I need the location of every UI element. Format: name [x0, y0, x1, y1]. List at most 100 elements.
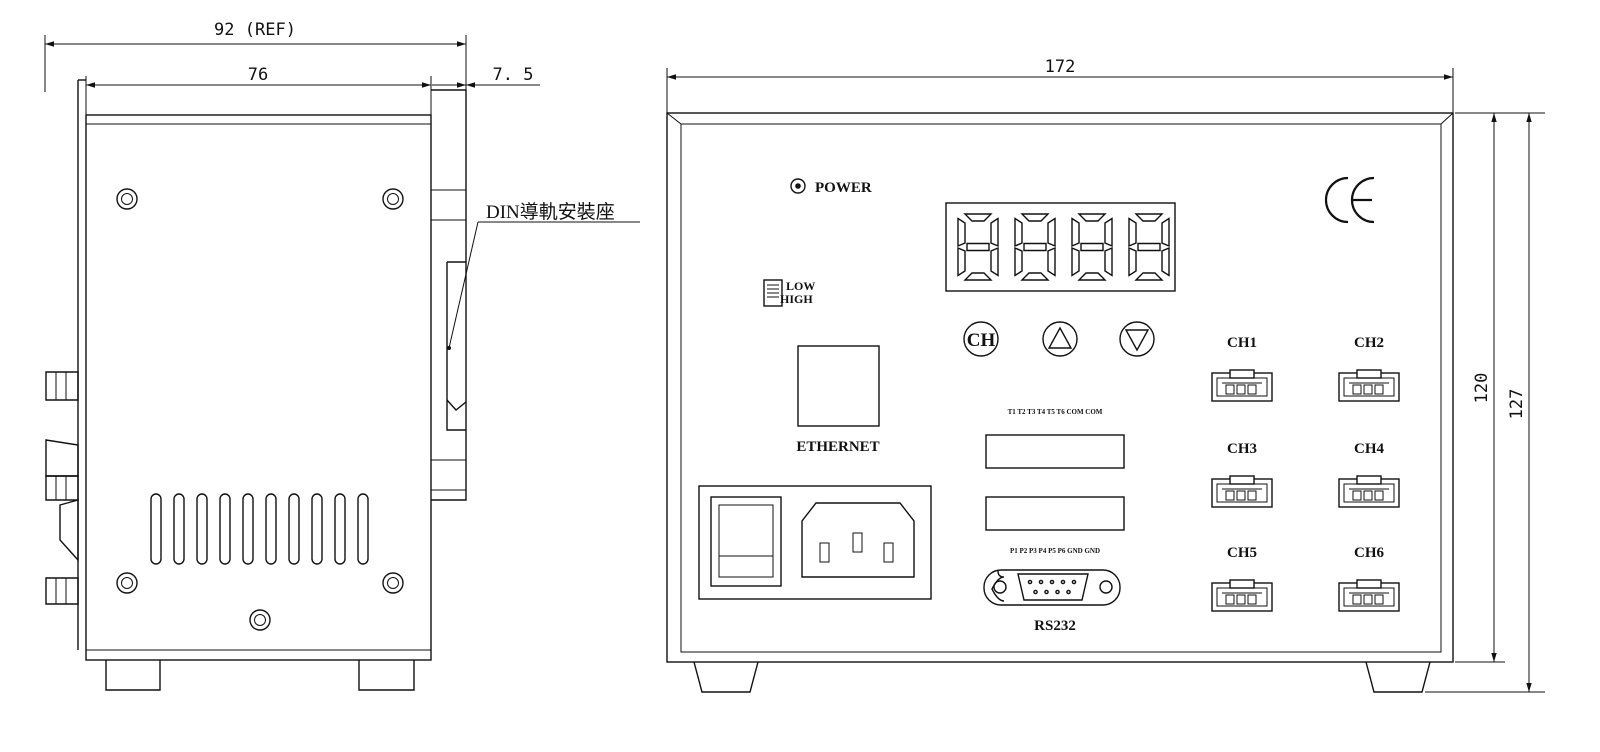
- channel-1: CH1: [1211, 335, 1273, 402]
- channel-4: CH4: [1338, 441, 1400, 508]
- pin: [1071, 579, 1077, 585]
- ethernet-label: ETHERNET: [796, 439, 879, 455]
- pin: [1044, 589, 1049, 595]
- segment: [1104, 217, 1113, 248]
- ethernet-port[interactable]: [797, 345, 880, 427]
- segment: [1077, 272, 1107, 281]
- channel-connector[interactable]: [1338, 579, 1400, 612]
- display-digits: 8888: [0, 0, 3, 1]
- segment: [1104, 246, 1113, 277]
- segment: [990, 217, 999, 248]
- seven-segment-digit: [1128, 213, 1170, 281]
- channel-connector[interactable]: [1338, 369, 1400, 402]
- pin: [1055, 589, 1060, 595]
- channel-label: CH4: [1354, 441, 1385, 457]
- channel-3: CH3: [1211, 441, 1273, 508]
- segment: [963, 213, 993, 222]
- terminal-block-top[interactable]: [985, 434, 1125, 469]
- rail-callout-text: DIN導軌安裝座: [486, 201, 615, 223]
- ce-mark-text: CE: [0, 0, 2, 1]
- up-button[interactable]: [1042, 321, 1078, 357]
- segment: [1023, 242, 1047, 252]
- seven-segment-digit: [1071, 213, 1113, 281]
- terminal-top-labels: T1 T2 T3 T4 T5 T6 COM COM: [1008, 408, 1103, 416]
- side-housing: [85, 114, 432, 661]
- segment: [1128, 246, 1137, 277]
- segment: [966, 242, 990, 252]
- dim-body-text: 76: [248, 65, 268, 85]
- channel-2: CH2: [1338, 335, 1400, 402]
- segment: [1020, 213, 1050, 222]
- segment: [1161, 246, 1170, 277]
- segment: [1134, 272, 1164, 281]
- channel-label: CH2: [1354, 335, 1384, 351]
- segment: [1137, 242, 1161, 252]
- rs232-label: RS232: [1034, 618, 1076, 634]
- dim-height-body-text: 120: [1472, 373, 1492, 404]
- dim-width-text: 172: [1045, 57, 1076, 77]
- power-inlet-module: [698, 485, 932, 600]
- segment: [957, 246, 966, 277]
- segment: [1077, 213, 1107, 222]
- channel-connector[interactable]: [1211, 579, 1273, 612]
- channel-connector[interactable]: [1211, 369, 1273, 402]
- power-label: POWER: [815, 180, 872, 196]
- segment: [1161, 217, 1170, 248]
- foot: [1365, 661, 1431, 693]
- pin: [1038, 579, 1044, 585]
- channel-label: CH3: [1227, 441, 1257, 457]
- power-led-icon: [790, 178, 806, 194]
- segment: [1047, 217, 1056, 248]
- terminal-bottom-labels: P1 P2 P3 P4 P5 P6 GND GND: [1010, 547, 1100, 555]
- segment: [963, 272, 993, 281]
- switch-high-label: HIGH: [780, 292, 813, 306]
- rs232-port[interactable]: [983, 569, 1121, 606]
- segment: [1080, 242, 1104, 252]
- screw-icon: [116, 188, 138, 210]
- channel-5: CH5: [1211, 545, 1273, 612]
- ch-button-label: CH: [967, 330, 996, 351]
- screw-icon: [382, 572, 404, 594]
- dim-height-total-text: 127: [1507, 389, 1527, 420]
- triangle-up-icon: [1047, 326, 1073, 349]
- pin: [1033, 589, 1038, 595]
- foot: [105, 660, 161, 691]
- segment: [1071, 246, 1080, 277]
- segment: [1071, 217, 1080, 248]
- display-digit-group: [957, 213, 1170, 281]
- segment: [990, 246, 999, 277]
- seven-segment-display: [945, 202, 1176, 292]
- ch-button[interactable]: CH: [963, 321, 999, 357]
- down-button[interactable]: [1119, 321, 1155, 357]
- pin: [1049, 579, 1055, 585]
- iec-inlet[interactable]: [801, 502, 915, 578]
- vent-slots: [150, 493, 369, 565]
- ce-mark-icon: CE: [0, 0, 1375, 224]
- segment: [1020, 272, 1050, 281]
- dim-rail-text: 7. 5: [493, 65, 534, 85]
- channel-label: CH6: [1354, 545, 1385, 561]
- front-view: 172 120 127 POWER CE 8888: [0, 0, 1545, 693]
- channel-label: CH5: [1227, 545, 1257, 561]
- channel-connector[interactable]: [1338, 475, 1400, 508]
- range-switch[interactable]: [763, 279, 783, 307]
- seven-segment-digit: [957, 213, 999, 281]
- channel-connector[interactable]: [1211, 475, 1273, 508]
- segment: [1014, 246, 1023, 277]
- channel-6: CH6: [1338, 545, 1400, 612]
- power-switch[interactable]: [710, 496, 782, 587]
- segment: [1128, 217, 1137, 248]
- segment: [1014, 217, 1023, 248]
- terminal-block-bottom[interactable]: [985, 496, 1125, 531]
- segment: [1134, 213, 1164, 222]
- dim-overall-text: 92 (REF): [214, 20, 296, 40]
- pin: [1027, 579, 1033, 585]
- screw-icon: [382, 188, 404, 210]
- foot: [693, 661, 759, 693]
- switch-low-label: LOW: [786, 279, 815, 293]
- foot: [358, 660, 415, 691]
- side-view: 92 (REF) 76 7. 5: [44, 20, 640, 691]
- screw-icon: [116, 572, 138, 594]
- seven-segment-digit: [1014, 213, 1056, 281]
